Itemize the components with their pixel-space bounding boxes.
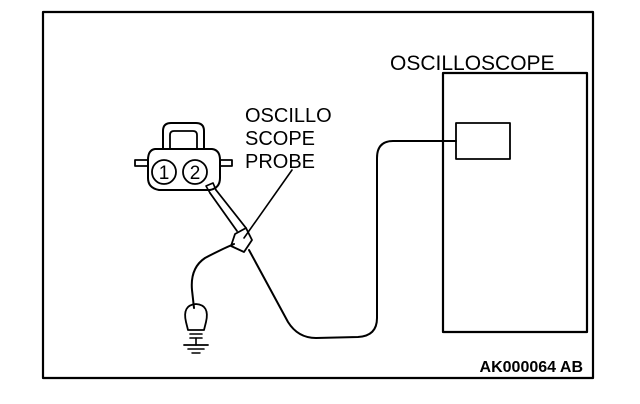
connector-pin-1-label: 1 <box>159 163 170 184</box>
probe-label-line-3: PROBE <box>245 151 315 173</box>
connector-latch-outer <box>162 122 205 150</box>
oscilloscope-label: OSCILLOSCOPE <box>390 52 555 75</box>
connector-latch-inner <box>169 130 198 150</box>
probe-label-line-2: SCOPE <box>245 128 315 150</box>
oscilloscope-body <box>441 71 589 334</box>
probe-cable <box>248 140 457 339</box>
sensor-connector: 1 2 <box>134 122 233 191</box>
figure-code: AK000064 AB <box>480 359 583 376</box>
connector-right-ear <box>219 159 233 167</box>
oscilloscope-unit <box>441 71 589 334</box>
probe-label-leader <box>243 169 293 239</box>
oscilloscope-input-port <box>455 122 511 160</box>
connector-pin-2-circle <box>182 159 208 185</box>
connector-pin-2-label: 2 <box>190 163 201 184</box>
ground-lead <box>190 243 235 309</box>
connector-housing <box>147 148 221 191</box>
probe-shaft <box>209 189 247 232</box>
ground-clip-icon <box>183 303 209 354</box>
connector-left-ear <box>134 159 149 167</box>
connector-pin-1-circle <box>151 159 177 185</box>
probe-label-line-1: OSCILLO <box>245 105 332 127</box>
figure-frame <box>41 10 595 380</box>
oscilloscope-probe <box>205 182 253 253</box>
